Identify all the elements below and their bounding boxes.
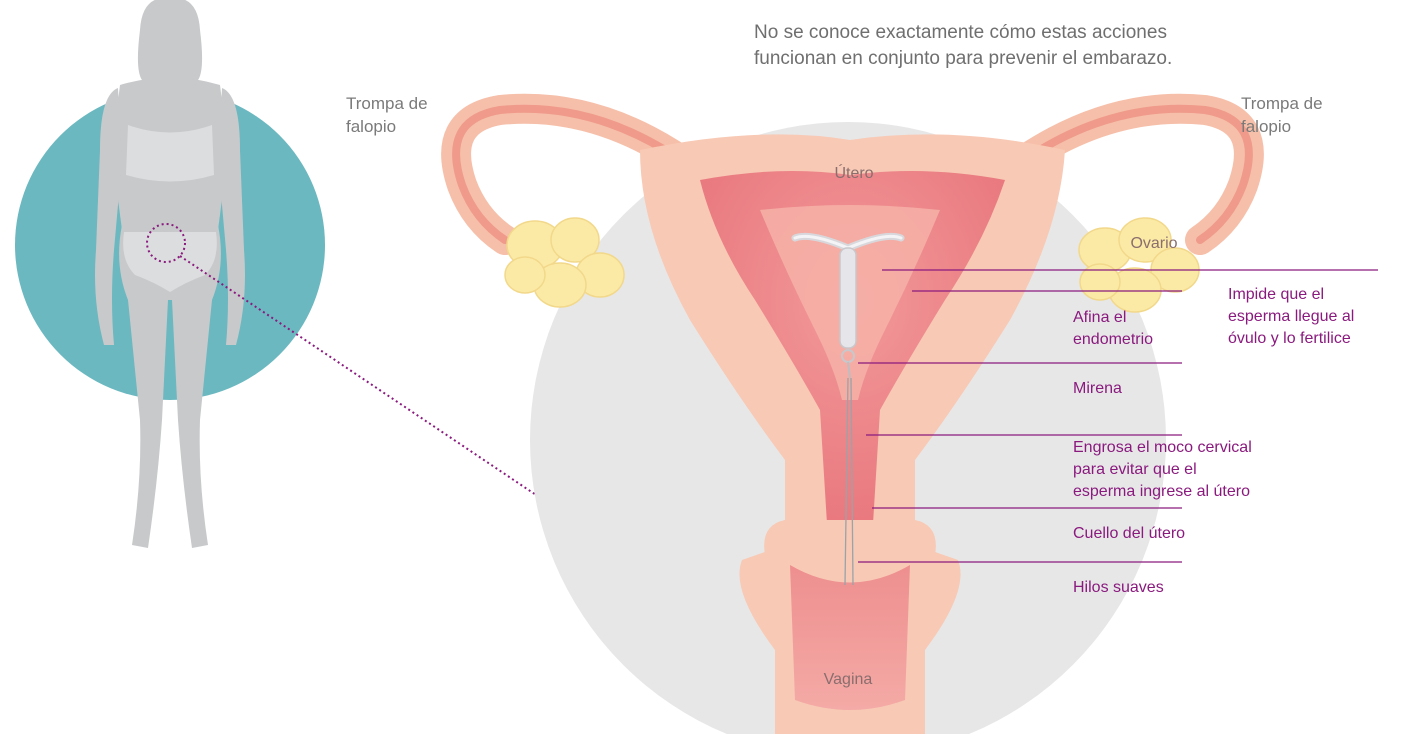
label-fallopian-tube-right-2: falopio: [1241, 115, 1291, 138]
callout-prevents-fertilization-2: esperma llegue al: [1228, 306, 1354, 327]
intro-line-2: funcionan en conjunto para prevenir el e…: [754, 46, 1172, 72]
callout-thins-lining-2: endometrio: [1073, 329, 1153, 350]
bra-shape: [126, 125, 214, 182]
label-fallopian-tube-left-1: Trompa de: [346, 92, 428, 115]
cervix-shape: [764, 520, 936, 560]
ovary-left: [505, 218, 624, 307]
callout-thickens-mucus-3: esperma ingrese al útero: [1073, 481, 1250, 502]
callout-prevents-fertilization-3: óvulo y lo fertilice: [1228, 328, 1351, 349]
label-fallopian-tube-left-2: falopio: [346, 115, 396, 138]
callout-prevents-fertilization-1: Impide que el: [1228, 284, 1324, 305]
label-fallopian-tube-right-1: Trompa de: [1241, 92, 1323, 115]
callout-thins-lining-1: Afina el: [1073, 307, 1126, 328]
callout-cervix: Cuello del útero: [1073, 523, 1185, 544]
callout-thickens-mucus-1: Engrosa el moco cervical: [1073, 437, 1252, 458]
callout-threads: Hilos suaves: [1073, 577, 1164, 598]
intro-line-1: No se conoce exactamente cómo estas acci…: [754, 20, 1167, 46]
label-uterus: Útero: [814, 164, 894, 184]
callout-device: Mirena: [1073, 378, 1122, 399]
callout-thickens-mucus-2: para evitar que el: [1073, 459, 1197, 480]
label-vagina: Vagina: [808, 670, 888, 690]
label-ovary: Ovario: [1114, 234, 1194, 254]
ovary-right: [1079, 218, 1199, 312]
